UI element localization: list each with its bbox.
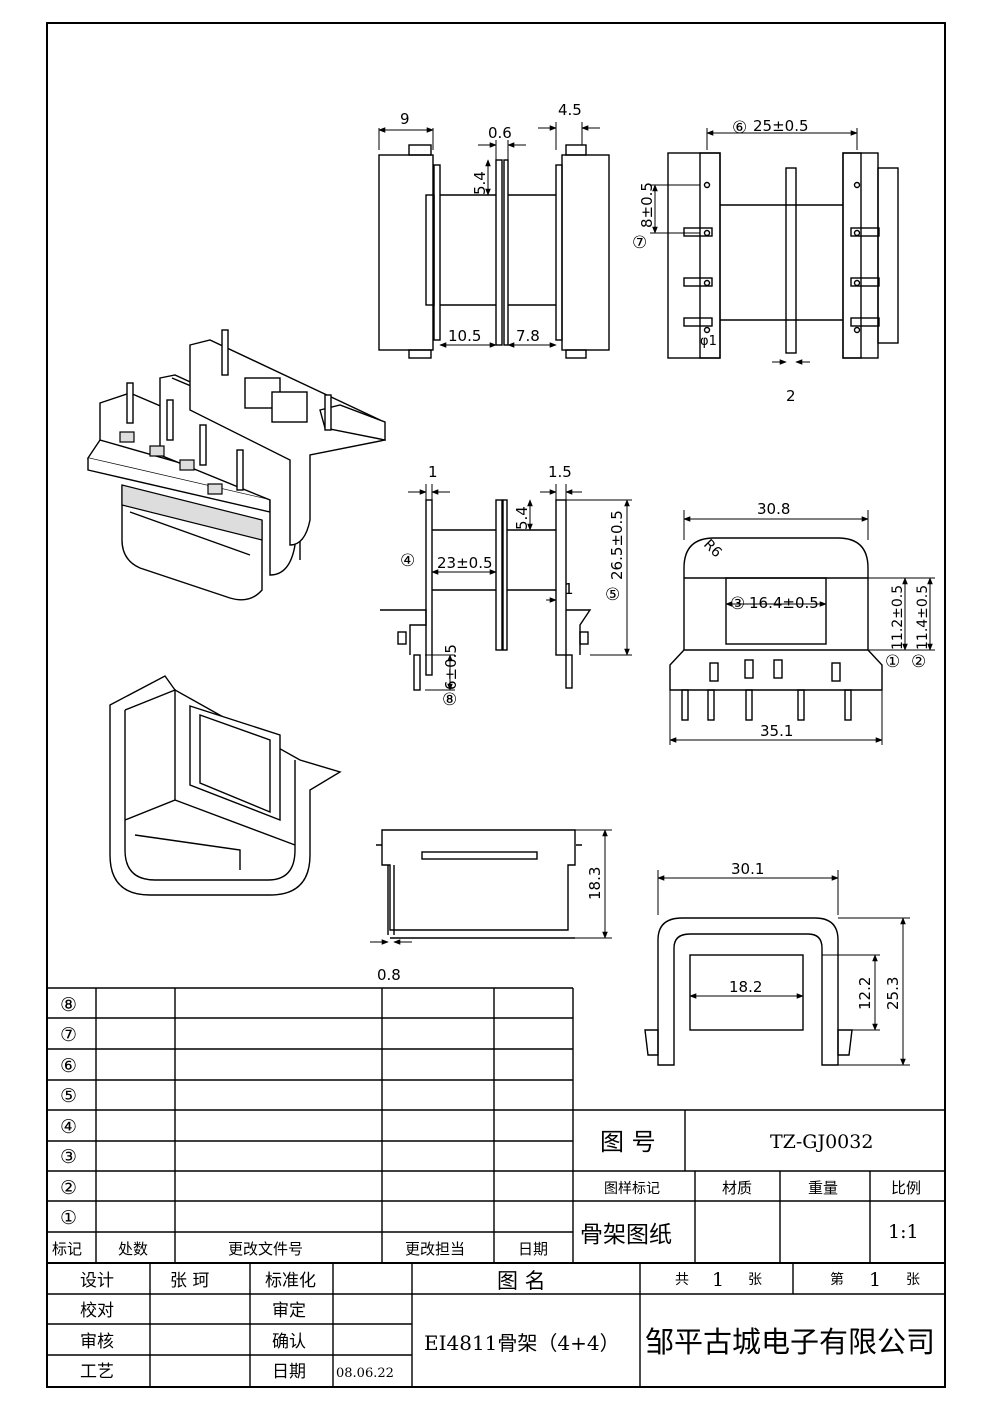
process-label: 工艺 [80,1362,114,1382]
weight-label: 重量 [808,1179,838,1197]
total-prefix: 共 [675,1272,689,1288]
bobbin-top-view: 9 0.6 4.5 5.4 10.5 7.8 [378,101,610,359]
rev-row-6: ⑥ [60,1055,77,1077]
standard-label: 标准化 [265,1271,316,1291]
total-unit: 张 [748,1272,762,1288]
dim-end-30-8: 30.8 [757,500,790,518]
dim-clip-height: 18.3 [586,867,604,900]
confirm-label: 确认 [272,1332,306,1352]
clip-end-view: 30.1 18.2 12.2 25.3 [644,860,910,1066]
scale-label: 比例 [891,1179,921,1197]
clip-side-view: 18.3 0.8 [370,829,612,984]
sheet-unit: 张 [906,1272,920,1288]
rev-row-7: ⑦ [60,1024,77,1046]
bobbin-pin-view: ⑥ 25±0.5 8±0.5 ⑦ φ1 2 [632,117,899,405]
dim-top-0-6: 0.6 [488,124,512,142]
check-label: 校对 [80,1301,114,1321]
rev-row-5: ⑤ [60,1085,77,1107]
dim-top-7-8: 7.8 [516,327,540,345]
dim-flange-2: 2 [786,387,796,405]
title-block: 图 号 TZ-GJ0032 图样标记 材质 重量 比例 骨架图纸 1:1 设计 … [47,1109,945,1387]
rev-header-date: 日期 [518,1240,548,1258]
review-label: 审核 [80,1332,114,1352]
dim-top-10-5: 10.5 [448,327,481,345]
dim-side-1-5: 1.5 [548,463,572,481]
dim-spacing: 8±0.5 [638,182,656,228]
dim-clip-end-inner: 12.2 [856,977,874,1010]
dim-side-inner-1: 1 [564,580,574,598]
dim-side-5-4: 5.4 [513,506,531,530]
rev-row-8: ⑧ [60,994,77,1016]
dim-end-window-mark: ③ [730,594,745,614]
part-name: EI4811骨架（4+4） [424,1331,620,1355]
dim-top-4-5: 4.5 [558,101,582,119]
clip-isometric [109,675,342,896]
dim-end-h2: 11.4±0.5 [915,585,931,650]
design-label: 设计 [80,1271,114,1291]
dim-pitch: 25±0.5 [753,117,809,135]
rev-row-3: ③ [60,1146,77,1168]
bobbin-isometric [86,329,386,601]
name-label: 图 名 [497,1269,546,1293]
rev-row-2: ② [60,1177,77,1199]
approve-label: 审定 [272,1301,306,1321]
mark-label: 图样标记 [604,1181,660,1197]
dim-clip-end-width: 30.1 [731,860,764,878]
date-value: 08.06.22 [336,1366,394,1381]
dim-side-height-mark: ⑤ [605,585,620,605]
dim-side-1-left: 1 [428,463,438,481]
date-label: 日期 [272,1362,306,1382]
rev-row-4: ④ [60,1116,77,1138]
bobbin-side-view: 1 1.5 5.4 26.5±0.5 ⑤ 23±0.5 ④ 1 6±0.5 ⑧ [380,463,632,710]
rev-header-doc: 更改文件号 [228,1240,303,1258]
scale-value: 1:1 [888,1221,919,1243]
dim-clip-end-window: 18.2 [729,978,762,996]
designer-name: 张 珂 [170,1271,209,1291]
rev-row-1: ① [60,1207,77,1229]
dim-pitch-mark: ⑥ [732,118,747,138]
rev-header-owner: 更改担当 [405,1240,465,1258]
bobbin-end-view: 30.8 R6 ③ 16.4±0.5 11.2±0.5 11.4±0.5 ① ②… [669,500,935,745]
dim-top-5-4: 5.4 [471,171,489,195]
dim-pin-dia: φ1 [700,334,717,349]
dim-end-h1-mark: ① [885,652,900,672]
dim-side-pin-len: 6±0.5 [442,644,460,690]
dim-top-9: 9 [400,110,410,128]
rev-header-count: 处数 [118,1240,148,1258]
sheet-border [46,22,946,1388]
drawing-no-label: 图 号 [600,1128,656,1156]
dim-spacing-mark: ⑦ [632,233,647,253]
rev-header-mark: 标记 [52,1240,82,1258]
pin-row [683,181,880,334]
dim-side-winding: 23±0.5 [437,554,493,572]
total-value: 1 [712,1269,724,1291]
dim-side-height: 26.5±0.5 [608,510,626,580]
doc-type: 骨架图纸 [580,1222,672,1248]
dim-end-window: 16.4±0.5 [749,594,819,612]
dim-side-winding-mark: ④ [400,551,415,571]
dim-end-radius: R6 [700,537,725,562]
drawing-no: TZ-GJ0032 [770,1131,873,1153]
company-name: 邹平古城电子有限公司 [645,1325,935,1359]
dim-side-pin-mark: ⑧ [442,690,457,710]
dim-clip-thickness: 0.8 [377,966,401,984]
sheet-value: 1 [869,1269,881,1291]
dim-clip-end-outer: 25.3 [884,977,902,1010]
dim-end-h1: 11.2±0.5 [890,585,906,650]
sheet-prefix: 第 [830,1271,844,1288]
dim-end-35-1: 35.1 [760,722,793,740]
dim-end-h2-mark: ② [911,652,926,672]
revision-table: ⑧ ⑦ ⑥ ⑤ ④ ③ ② ① 标记 处数 更改文件号 更改担当 日期 [47,987,574,1263]
material-label: 材质 [722,1179,752,1197]
